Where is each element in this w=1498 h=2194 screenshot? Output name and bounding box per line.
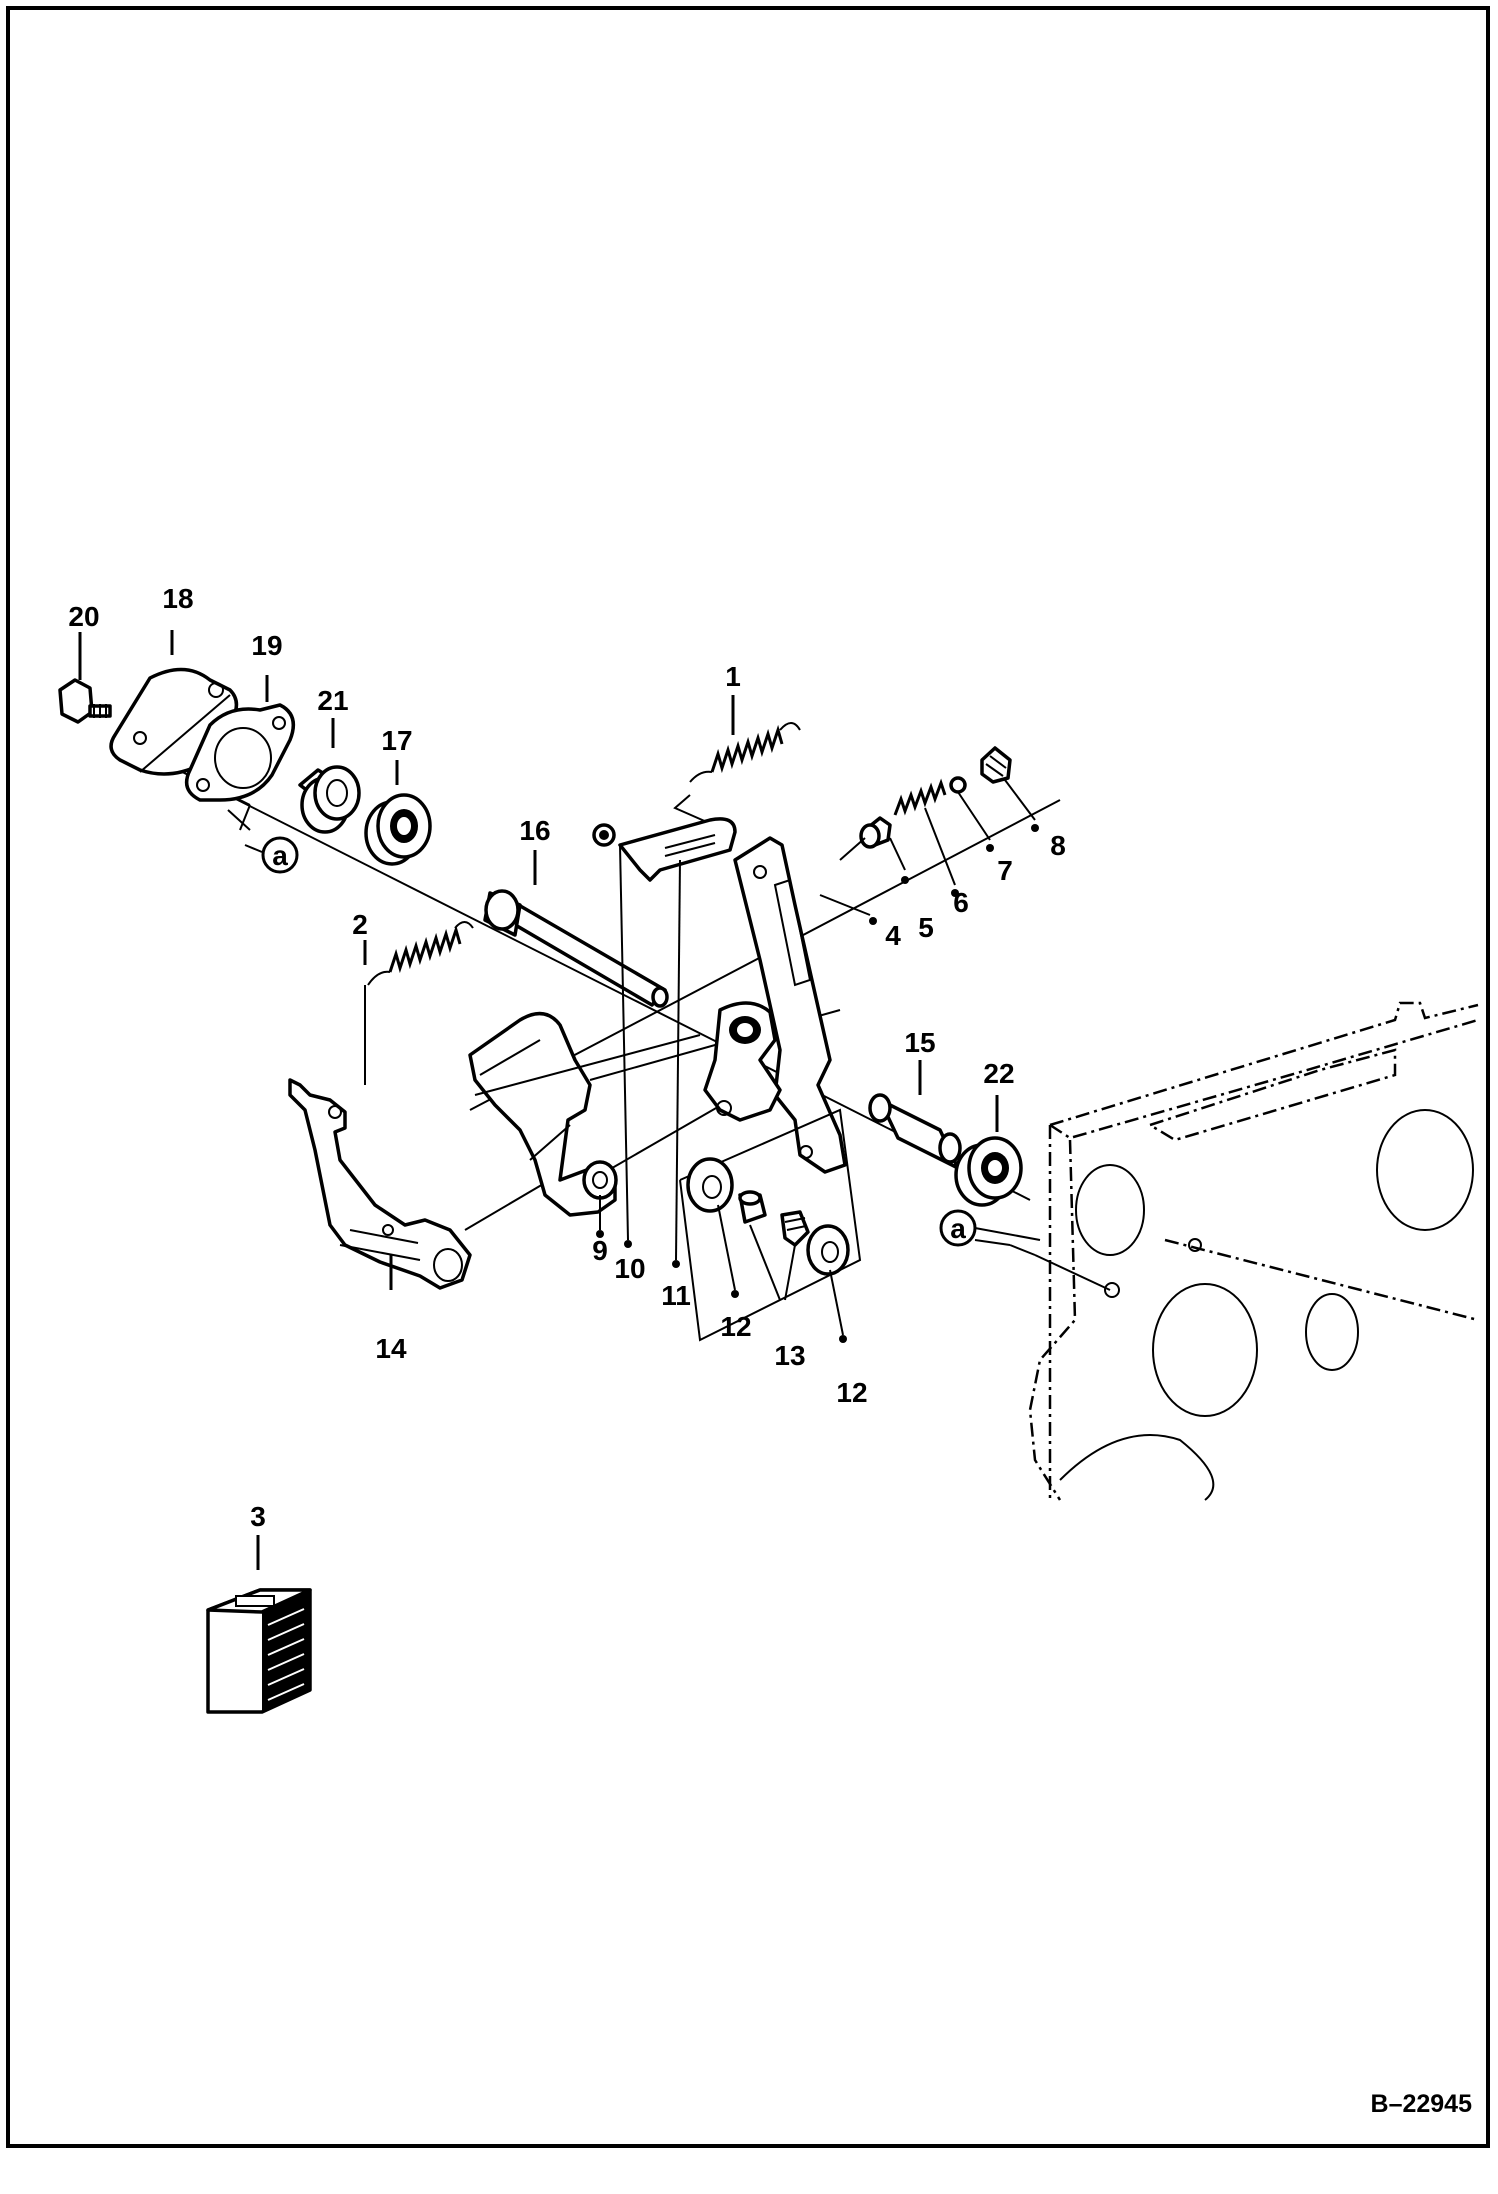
part-14-lever-arm [288, 1078, 472, 1290]
part-12-bushing-a [686, 1157, 734, 1213]
engine-block-outline [1028, 1001, 1479, 1501]
callout-17: 17 [381, 725, 412, 756]
part-19-gasket [184, 703, 296, 802]
assembly-centerlines [114, 737, 1111, 1291]
part-11-link [618, 817, 737, 882]
callout-labels: 1 2 3 4 5 6 7 8 9 10 11 12 12 13 14 15 1… [68, 583, 1065, 1532]
callout-4: 4 [885, 920, 901, 951]
part-22-bearing [954, 1136, 1023, 1207]
part-4-lever-plate [733, 836, 847, 1174]
part-13-pin-and-spring [738, 1190, 810, 1247]
part-15-shaft [868, 1093, 962, 1170]
part-7-ball [949, 776, 967, 794]
part-10-nut [592, 823, 616, 847]
callout-12-a: 12 [720, 1311, 751, 1342]
part-8-plug [980, 746, 1012, 784]
callout-9: 9 [592, 1235, 608, 1266]
callout-18: 18 [162, 583, 193, 614]
reference-mark-a-left: a [244, 836, 299, 874]
callout-3: 3 [250, 1501, 266, 1532]
part-17-bearing [364, 793, 432, 866]
callout-5: 5 [918, 912, 934, 943]
callout-16: 16 [519, 815, 550, 846]
part-12-bushing-b [806, 1224, 850, 1276]
part-1-spring [689, 722, 801, 783]
drawing-code: B–22945 [1371, 2090, 1473, 2118]
callout-14: 14 [375, 1333, 407, 1364]
callout-19: 19 [251, 630, 282, 661]
callout-22: 22 [983, 1058, 1014, 1089]
callout-10: 10 [614, 1253, 645, 1284]
callout-11: 11 [661, 1280, 691, 1311]
leader-5 [839, 837, 866, 861]
reference-mark-label: a [272, 840, 288, 871]
callout-2: 2 [352, 909, 368, 940]
callout-8: 8 [1050, 830, 1066, 861]
callout-15: 15 [904, 1027, 935, 1058]
reference-mark-label: a [950, 1213, 966, 1244]
governor-lever-assembly [468, 1001, 862, 1342]
part-20-bolt [58, 678, 112, 724]
part-16-shaft [483, 889, 669, 1008]
callout-7: 7 [997, 855, 1013, 886]
part-3-kit-box [206, 1588, 312, 1714]
callout-leaders [78, 630, 1041, 1570]
callout-1: 1 [725, 661, 741, 692]
callout-12-b: 12 [836, 1377, 867, 1408]
reference-mark-a-right: a [939, 1209, 977, 1247]
callout-6: 6 [953, 887, 969, 918]
callout-21: 21 [317, 685, 348, 716]
diagram-frame [6, 6, 1490, 2148]
part-5-plunger [859, 816, 892, 849]
callout-13: 13 [774, 1340, 805, 1371]
callout-20: 20 [68, 601, 99, 632]
part-6-spring [893, 778, 947, 816]
part-21-bushing [298, 765, 361, 834]
callout-dots [596, 824, 1039, 1343]
part-9-bushing [582, 1160, 618, 1200]
part-2-spring [367, 921, 474, 986]
